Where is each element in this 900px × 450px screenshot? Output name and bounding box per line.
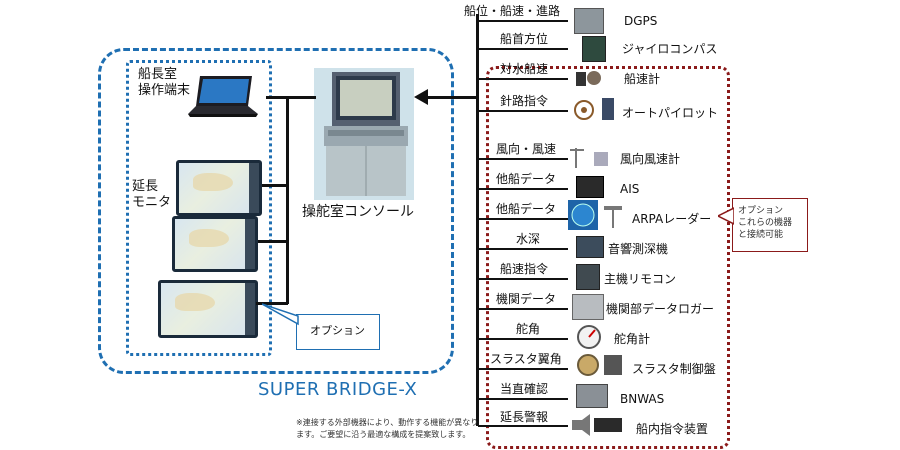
system-title: SUPER BRIDGE-X [258, 379, 418, 400]
device-label: 船速計 [624, 72, 661, 86]
option-devices-callout-line3: と接続可能 [738, 230, 784, 240]
device-label: 音響測深機 [608, 242, 669, 256]
signal-row-line [478, 368, 568, 370]
rudder-angle-indicator-icon [576, 324, 602, 350]
device-label: 主機リモコン [604, 272, 677, 286]
signal-row-line [478, 188, 568, 190]
extension-monitor-label-line1: 延長 [132, 179, 159, 194]
signal-row-line [478, 398, 568, 400]
device-label: オートパイロット [622, 106, 719, 120]
signal-row-line [478, 338, 568, 340]
bnwas-icon [576, 384, 608, 408]
captain-room-boundary [126, 60, 272, 356]
device-label: 機関部データロガー [606, 302, 715, 316]
bridge-console-icon [314, 68, 414, 200]
option-devices-callout-line1: オプション [738, 206, 784, 216]
signal-label: 舵角 [516, 322, 541, 336]
signal-label: 船首方位 [500, 32, 549, 46]
device-label: 風向風速計 [620, 152, 681, 166]
device-label: 舵角計 [614, 332, 651, 346]
connector-monitor-2 [258, 240, 288, 243]
extension-monitor-1 [176, 160, 262, 216]
extension-monitor-3 [158, 280, 258, 338]
device-label: DGPS [624, 14, 658, 28]
connector-monitor-3 [256, 302, 288, 305]
signal-label: 他船データ [496, 172, 557, 186]
connector-console-left [286, 96, 316, 99]
echo-sounder-icon [576, 236, 604, 258]
signal-label: スラスタ翼角 [490, 352, 562, 366]
connector-left-vertical [286, 96, 289, 304]
signal-label: 他船データ [496, 202, 557, 216]
console-label: 操舵室コンソール [302, 204, 414, 220]
data-logger-icon [572, 294, 604, 320]
extension-monitor-2 [172, 216, 258, 272]
signal-row-line [478, 20, 568, 22]
ais-icon [576, 176, 604, 198]
pa-system-icon [572, 414, 622, 436]
anemometer-icon [570, 144, 610, 170]
laptop-icon [186, 74, 260, 118]
signal-label: 機関データ [496, 292, 557, 306]
signal-row-line [478, 248, 568, 250]
option-callout-pointer [262, 303, 299, 326]
signal-row-line [478, 158, 568, 160]
signal-row-line [478, 425, 568, 427]
device-label: ARPAレーダー [632, 212, 712, 226]
device-label: BNWAS [620, 392, 665, 406]
signal-bus [476, 14, 479, 426]
connector-monitor-1 [262, 184, 288, 187]
thruster-panel-icon [576, 352, 624, 378]
signal-label: 対水船速 [500, 62, 549, 76]
gyrocompass-icon [582, 36, 606, 62]
signal-label: 延長警報 [500, 410, 549, 424]
option-devices-callout-pointer [718, 207, 734, 225]
signal-label: 水深 [516, 232, 541, 246]
signal-row-line [478, 110, 568, 112]
captain-terminal-label-line2: 操作端末 [138, 83, 191, 98]
device-label: AIS [620, 182, 640, 196]
signal-row-line [478, 78, 568, 80]
option-devices-callout-box [732, 198, 808, 252]
connector-console-right [420, 96, 478, 99]
signal-label: 針路指令 [500, 94, 549, 108]
signal-row-line [478, 278, 568, 280]
super-bridge-x-boundary [98, 48, 454, 374]
signal-row-line [478, 48, 568, 50]
signal-label: 風向・風速 [496, 142, 557, 156]
footnote-line2: ます。ご要望に沿う最適な構成を提案致します。 [296, 430, 471, 439]
engine-remote-icon [576, 264, 600, 290]
speed-log-icon [576, 66, 602, 90]
signal-label: 船速指令 [500, 262, 549, 276]
autopilot-icon [572, 96, 616, 122]
device-label: 船内指令装置 [636, 422, 709, 436]
device-label: スラスタ制御盤 [632, 362, 716, 376]
signal-row-line [478, 308, 568, 310]
option-devices-boundary [486, 66, 730, 449]
signal-row-line [478, 218, 568, 220]
option-callout-text: オプション [310, 324, 365, 337]
arpa-radar-icon [568, 200, 624, 230]
arrow-to-console [414, 89, 428, 105]
signal-label: 船位・船速・進路 [464, 4, 561, 18]
device-label: ジャイロコンパス [622, 42, 718, 56]
signal-label: 当直確認 [500, 382, 549, 396]
extension-monitor-label-line2: モニタ [132, 195, 172, 210]
captain-terminal-label-line1: 船長室 [138, 67, 178, 82]
option-devices-callout-line2: これらの機器 [738, 218, 793, 228]
option-callout-box [296, 314, 380, 350]
footnote-line1: ※連接する外部機器により、動作する機能が異なり [296, 418, 479, 427]
dgps-icon [574, 8, 604, 34]
